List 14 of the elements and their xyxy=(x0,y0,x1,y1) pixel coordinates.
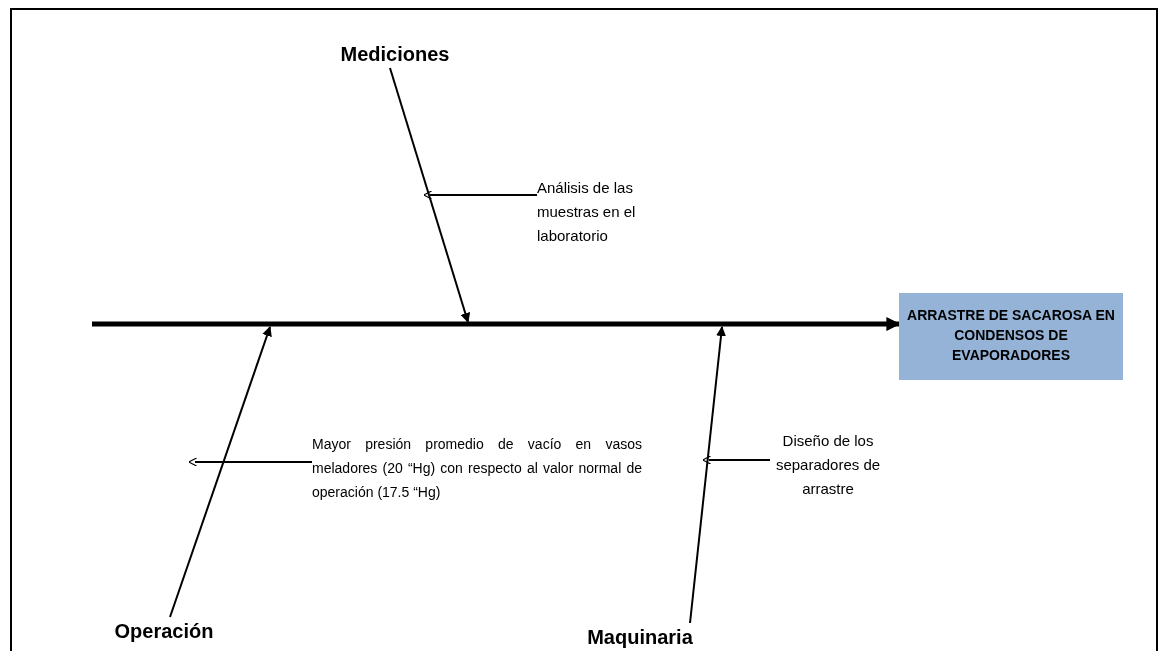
spine-arrow xyxy=(92,317,901,332)
category-label: Operación xyxy=(98,617,230,645)
cause-text: Diseño de los separadores de arrastre xyxy=(770,429,886,505)
arrow xyxy=(169,326,272,618)
cause-text: Análisis de las muestras en el laboratorio xyxy=(537,176,687,252)
effect-box: ARRASTRE DE SACAROSA EN CONDENSOS DE EVAPORADORES xyxy=(899,293,1123,380)
cause-text: Mayor presión promedio de vacío en vasos meladores (20 “Hg) con respecto al valor normal de operación (17.5 “Hg) xyxy=(312,432,642,540)
arrow xyxy=(423,190,538,200)
arrow xyxy=(188,457,313,467)
category-label: Maquinaria xyxy=(560,623,720,651)
arrow xyxy=(689,326,726,624)
category-label: Mediciones xyxy=(330,40,460,68)
arrow xyxy=(389,67,471,323)
arrow xyxy=(702,455,771,465)
